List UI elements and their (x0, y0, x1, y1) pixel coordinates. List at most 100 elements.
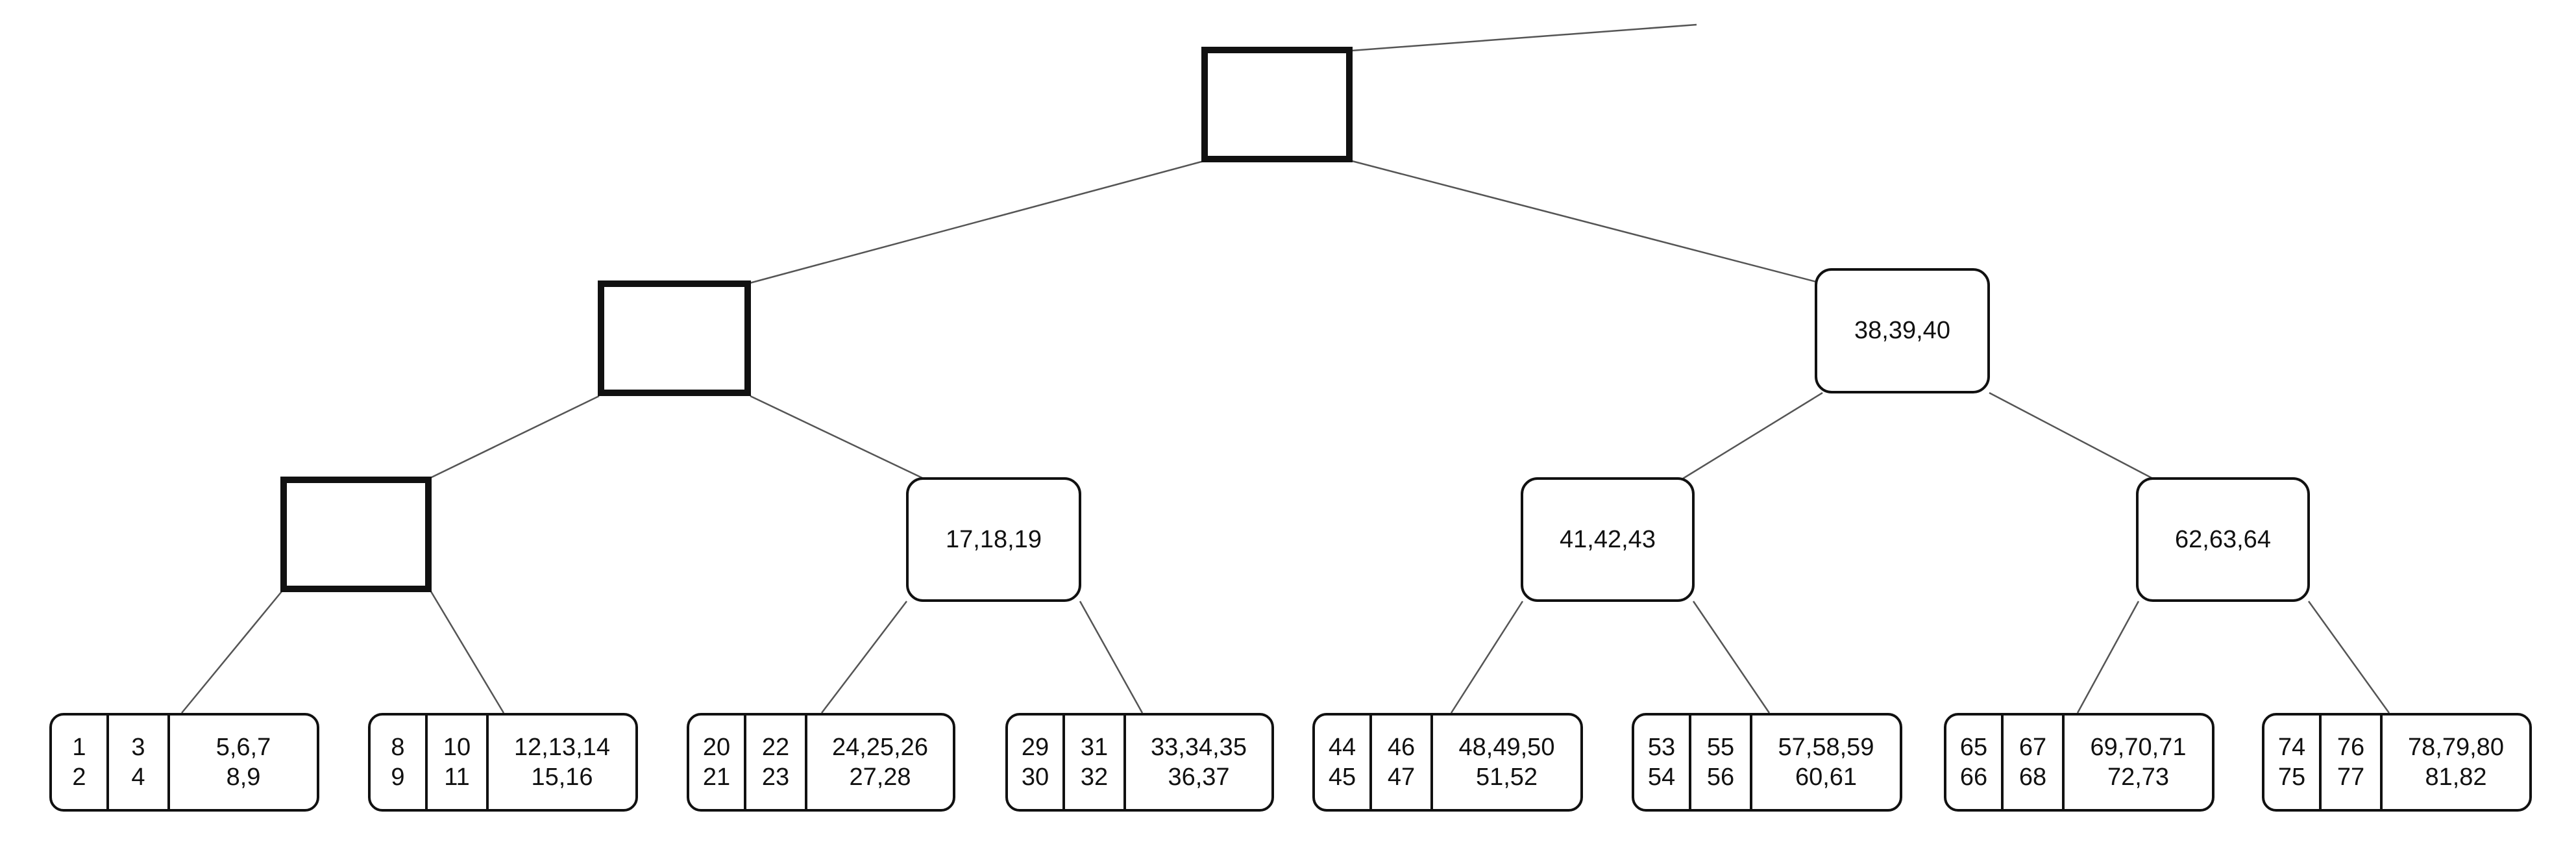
leaf-key: 81,82 (2425, 764, 2487, 791)
leaf-key: 4 (131, 764, 145, 791)
node-right-child: 38,39,40 (1815, 268, 1990, 393)
edge-leaf-3 (821, 601, 907, 714)
edge-root-right (1351, 160, 1822, 284)
leaf-key: 69,70,71 (2090, 734, 2187, 761)
node-keys: 38,39,40 (1854, 317, 1950, 344)
leaf-key: 23 (761, 764, 790, 791)
leaf-key: 27,28 (849, 764, 911, 791)
leaf-key: 47 (1387, 764, 1416, 791)
leaf-key: 68 (2018, 764, 2047, 791)
leaf-key: 29 (1021, 734, 1049, 761)
leaf-key: 36,37 (1168, 764, 1230, 791)
leaf-key: 21 (702, 764, 731, 791)
leaf-key: 56 (1706, 764, 1735, 791)
leaf-key: 33,34,35 (1151, 734, 1247, 761)
node-keys: 62,63,64 (2175, 525, 2271, 553)
edge-leaf-8 (2307, 601, 2390, 714)
leaf-key: 30 (1021, 764, 1049, 791)
leaf-key: 57,58,59 (1778, 734, 1874, 761)
leaf-key: 8 (391, 734, 405, 761)
leaf-col-3: 5,6,7 8,9 (170, 716, 317, 809)
leaf-key: 3 (131, 734, 145, 761)
edge-r1-right (1989, 392, 2153, 480)
edge-leaf-5 (1450, 601, 1524, 714)
edge-leaf-1 (181, 591, 282, 714)
edge-l1-left (428, 395, 600, 480)
leaf-key: 74 (2277, 734, 2306, 761)
leaf-col-3: 78,79,80 81,82 (2383, 716, 2529, 809)
leaf-key: 1 (72, 734, 86, 761)
edge-leaf-7 (2076, 601, 2140, 714)
node-left-right: 17,18,19 (906, 477, 1081, 602)
leaf-key: 51,52 (1475, 764, 1538, 791)
leaf-key: 31 (1080, 734, 1109, 761)
edge-root-up (1351, 23, 1697, 52)
leaf-key: 55 (1706, 734, 1735, 761)
leaf-key: 2 (72, 764, 86, 791)
leaf-key: 22 (761, 734, 790, 761)
leaf-key: 76 (2337, 734, 2365, 761)
leaf-key: 77 (2337, 764, 2365, 791)
leaf-key: 12,13,14 (514, 734, 610, 761)
node-right-left: 41,42,43 (1521, 477, 1695, 602)
leaf-col-3: 24,25,26 27,28 (807, 716, 953, 809)
leaf-col-3: 12,13,14 15,16 (489, 716, 635, 809)
leaf-key: 78,79,80 (2408, 734, 2504, 761)
edge-root-left (749, 160, 1205, 284)
leaf-col-3: 57,58,59 60,61 (1752, 716, 1900, 809)
leaf-key: 60,61 (1795, 764, 1858, 791)
edge-l1-right (750, 395, 924, 480)
leaf-key: 45 (1328, 764, 1356, 791)
leaf-key: 46 (1387, 734, 1416, 761)
leaf-key: 8,9 (226, 764, 261, 791)
leaf-key: 15,16 (531, 764, 593, 791)
edge-r1-left (1682, 392, 1823, 480)
leaf-key: 66 (1959, 764, 1988, 791)
leaf-col-3: 33,34,35 36,37 (1126, 716, 1271, 809)
root-empty-node (1201, 47, 1353, 162)
leaf-key: 5,6,7 (215, 734, 271, 761)
level2-left-empty-node (280, 477, 432, 592)
leaf-key: 32 (1080, 764, 1109, 791)
edge-leaf-2 (430, 591, 505, 714)
node-keys: 41,42,43 (1560, 525, 1656, 553)
leaf-key: 48,49,50 (1458, 734, 1555, 761)
leaf-key: 24,25,26 (832, 734, 928, 761)
leaf-key: 10 (443, 734, 471, 761)
node-right-right: 62,63,64 (2136, 477, 2310, 602)
leaf-key: 53 (1647, 734, 1676, 761)
leaf-key: 72,73 (2107, 764, 2170, 791)
leaf-key: 44 (1328, 734, 1356, 761)
edge-leaf-6 (1692, 601, 1771, 714)
edge-leaf-4 (1079, 601, 1144, 714)
leaf-key: 67 (2018, 734, 2047, 761)
leaf-col-3: 48,49,50 51,52 (1433, 716, 1580, 809)
leaf-key: 11 (444, 764, 470, 791)
node-keys: 17,18,19 (946, 525, 1042, 553)
leaf-key: 9 (391, 764, 405, 791)
